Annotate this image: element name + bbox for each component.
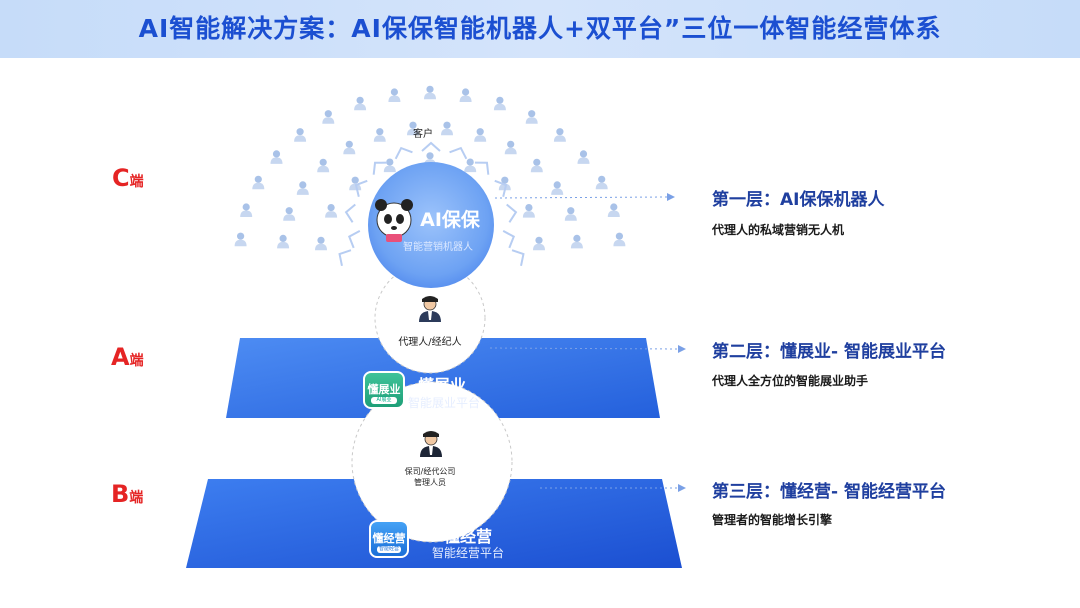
customer-person-icon bbox=[373, 128, 386, 142]
customer-person-icon bbox=[383, 158, 396, 173]
customer-person-icon bbox=[294, 128, 307, 142]
chevron-icon bbox=[474, 161, 490, 175]
robot-subtitle: 智能营销机器人 bbox=[403, 242, 473, 253]
manager-avatar-icon bbox=[420, 431, 442, 457]
page-title: AI智能解决方案：AI保保智能机器人+双平台”三位一体智能经营体系 bbox=[138, 14, 942, 43]
layer-1-title: 第一层：AI保保机器人 bbox=[712, 190, 885, 210]
customer-person-icon bbox=[296, 181, 309, 195]
platform-a-icon-chip: AI展业 bbox=[371, 397, 397, 404]
customer-person-icon bbox=[595, 175, 608, 190]
customer-person-icon bbox=[240, 203, 253, 217]
customer-person-icon bbox=[234, 232, 247, 247]
platform-a-icon-text: 懂展业 bbox=[367, 383, 401, 396]
customer-person-icon bbox=[493, 96, 506, 111]
customer-person-icon bbox=[252, 175, 265, 190]
customer-person-icon bbox=[613, 232, 626, 247]
customer-person-icon bbox=[407, 121, 419, 136]
tier-label-b: B端 bbox=[111, 480, 144, 508]
chevron-icon bbox=[421, 141, 441, 152]
chevron-icon bbox=[449, 146, 468, 160]
customer-person-icon bbox=[317, 158, 330, 173]
customer-person-icon bbox=[354, 96, 367, 111]
customer-person-icon bbox=[277, 234, 290, 249]
tier-label-c: C端 bbox=[112, 164, 144, 192]
customer-person-icon bbox=[283, 207, 296, 221]
tier-label-a: A端 bbox=[111, 343, 144, 371]
chevron-icon bbox=[338, 249, 352, 266]
robot-circle bbox=[368, 162, 494, 288]
customer-person-icon bbox=[551, 181, 564, 195]
customer-person-icon bbox=[315, 236, 327, 251]
platform-b-icon-chip: 智能经营 bbox=[377, 546, 401, 553]
customer-person-icon bbox=[525, 110, 538, 124]
customer-person-icon bbox=[564, 207, 577, 221]
layer-1-desc: 代理人的私域营销无人机 bbox=[712, 223, 845, 237]
robot-name: AI保保 bbox=[420, 209, 480, 231]
customer-label: 客户 bbox=[413, 129, 433, 140]
platform-a-base bbox=[226, 338, 660, 418]
customer-person-icon bbox=[607, 203, 620, 217]
platform-a-name: 懂展业 bbox=[418, 376, 467, 395]
arrow-heads bbox=[667, 193, 686, 492]
platform-b-subtitle: 智能经营平台 bbox=[432, 546, 505, 560]
customer-person-icon bbox=[553, 128, 566, 142]
customer-person-icon bbox=[424, 85, 436, 100]
customer-crowd bbox=[234, 85, 626, 251]
customer-person-icon bbox=[459, 88, 472, 102]
chevron-icon bbox=[506, 203, 518, 223]
customer-person-icon bbox=[441, 121, 453, 136]
customer-person-icon bbox=[570, 234, 583, 249]
customer-person-icon bbox=[322, 110, 335, 124]
chevron-icon bbox=[372, 161, 388, 175]
manager-label-line1: 保司/经代公司 bbox=[404, 467, 456, 476]
manager-circle bbox=[351, 381, 513, 543]
customer-person-icon bbox=[522, 204, 535, 218]
chevron-ring bbox=[338, 141, 525, 266]
customer-person-icon bbox=[474, 128, 487, 142]
connector-arrows bbox=[489, 196, 679, 489]
customer-person-icon bbox=[577, 150, 590, 164]
agent-label: 代理人/经纪人 bbox=[398, 337, 462, 348]
layer-3-title: 第三层：懂经营- 智能经营平台 bbox=[712, 482, 946, 502]
platform-b-name: 懂经营 bbox=[444, 527, 493, 546]
customer-person-icon bbox=[388, 88, 401, 102]
chevron-icon bbox=[511, 249, 525, 266]
customer-person-icon bbox=[343, 140, 356, 155]
platform-a-subtitle: 智能展业平台 bbox=[408, 396, 481, 410]
chevron-icon bbox=[347, 230, 361, 249]
chevron-icon bbox=[502, 230, 516, 249]
manager-label-line2: 管理人员 bbox=[414, 478, 446, 487]
customer-person-icon bbox=[530, 158, 543, 173]
platform-b-icon-text: 懂经营 bbox=[372, 532, 406, 545]
chevron-icon bbox=[494, 179, 508, 197]
agent-avatar-icon bbox=[419, 296, 441, 322]
customer-person-icon bbox=[533, 236, 545, 251]
customer-person-icon bbox=[464, 158, 477, 173]
layer-2-desc: 代理人全方位的智能展业助手 bbox=[712, 374, 869, 388]
header-bar bbox=[0, 0, 1080, 58]
platform-b-app-icon: 懂经营 智能经营 bbox=[369, 520, 409, 558]
chevron-icon bbox=[394, 146, 413, 160]
layer-3-desc: 管理者的智能增长引擎 bbox=[712, 513, 833, 527]
customer-person-icon bbox=[270, 150, 283, 164]
panda-icon bbox=[375, 199, 413, 242]
layer-2-title: 第二层：懂展业- 智能展业平台 bbox=[712, 342, 946, 362]
customer-person-icon bbox=[504, 140, 517, 155]
chevron-icon bbox=[354, 179, 368, 197]
chevron-icon bbox=[344, 203, 356, 223]
platform-a-app-icon: 懂展业 AI展业 bbox=[363, 371, 405, 409]
customer-person-icon bbox=[498, 176, 511, 191]
customer-person-icon bbox=[349, 176, 362, 191]
customer-person-icon bbox=[325, 204, 338, 218]
